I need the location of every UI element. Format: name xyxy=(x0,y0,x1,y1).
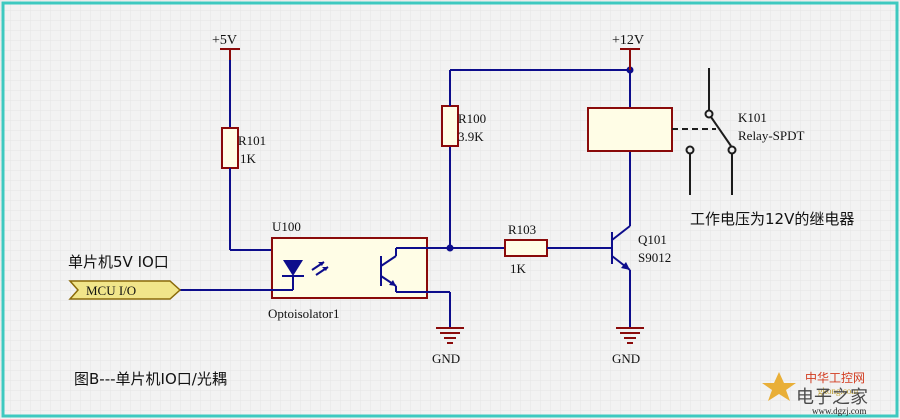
transistor-q101: Q101 S9012 xyxy=(611,225,671,271)
vcc12-supply: +12V xyxy=(612,33,644,70)
mcu-io-port: MCU I/O xyxy=(68,280,182,300)
relay-switch-contacts xyxy=(685,68,737,195)
r100-ref: R100 xyxy=(458,111,486,126)
vcc5-supply: +5V xyxy=(212,33,240,60)
q101-ref: Q101 xyxy=(638,232,667,247)
u100-ref: U100 xyxy=(272,219,301,234)
mcu-port-label: MCU I/O xyxy=(86,283,136,298)
gnd2-label: GND xyxy=(612,351,640,366)
resistor-r100: R100 3.9K xyxy=(441,105,486,147)
figure-caption: 图B---单片机IO口/光耦 xyxy=(74,370,227,388)
q101-value: S9012 xyxy=(638,250,671,265)
watermark-line2: gkong.com xyxy=(818,386,858,396)
ground-symbol-2: GND xyxy=(612,327,644,366)
watermark-brand: 电子之家 xyxy=(796,387,868,408)
r103-ref: R103 xyxy=(508,222,536,237)
watermark-star-icon xyxy=(762,372,796,401)
k101-value: Relay-SPDT xyxy=(738,128,805,143)
watermark-logo: 中华工控网 gkong.com 电子之家 www.dgzj.com xyxy=(762,370,868,416)
vcc5-label: +5V xyxy=(212,33,237,48)
resistor-r101: R101 1K xyxy=(221,127,266,169)
emitter-arrow-icon xyxy=(621,262,630,270)
gnd1-label: GND xyxy=(432,351,460,366)
r101-ref: R101 xyxy=(238,133,266,148)
ground-symbol-1: GND xyxy=(432,327,464,366)
r101-value: 1K xyxy=(240,151,257,166)
watermark-line1: 中华工控网 xyxy=(805,370,865,385)
watermark-url: www.dgzj.com xyxy=(812,406,866,416)
u100-value: Optoisolator1 xyxy=(268,306,340,321)
r100-value: 3.9K xyxy=(458,129,484,144)
relay-note: 工作电压为12V的继电器 xyxy=(690,210,854,228)
resistor-r103: R103 1K xyxy=(504,222,548,276)
r103-value: 1K xyxy=(510,261,527,276)
vcc12-label: +12V xyxy=(612,33,644,48)
mcu-heading: 单片机5V IO口 xyxy=(68,253,169,271)
k101-ref: K101 xyxy=(738,110,767,125)
relay-coil-k101 xyxy=(587,107,673,152)
optoisolator-u100: U100 Optoisolator1 xyxy=(180,219,428,321)
led-diode-icon xyxy=(283,260,303,276)
